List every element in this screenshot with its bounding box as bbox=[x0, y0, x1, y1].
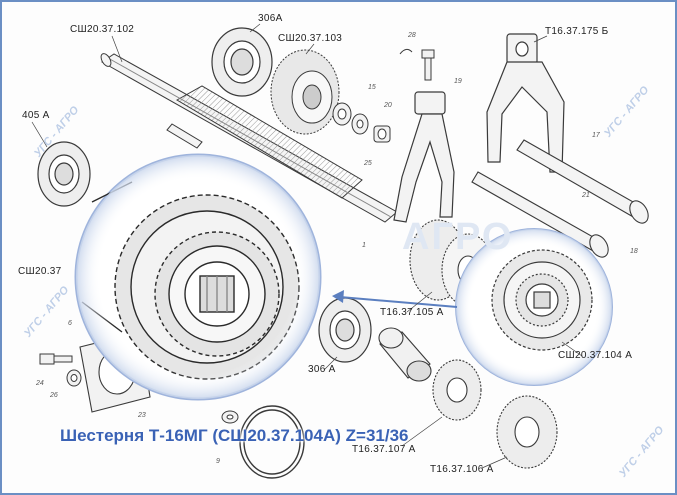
shift-rods bbox=[471, 139, 649, 258]
bearing-306a-top bbox=[211, 27, 273, 97]
label-t16-37-106a: Т16.37.106 А bbox=[430, 464, 494, 475]
washers bbox=[332, 102, 391, 143]
gear-t16-37-106a bbox=[496, 395, 558, 469]
callout-15: 15 bbox=[368, 84, 376, 91]
callout-20: 20 bbox=[384, 102, 392, 109]
key bbox=[166, 123, 203, 149]
callout-18: 18 bbox=[630, 248, 638, 255]
shift-fork-right bbox=[486, 33, 565, 173]
bevel-gear-top bbox=[270, 49, 340, 135]
label-t16-37-175b: Т16.37.175 Б bbox=[545, 26, 609, 37]
bushing bbox=[378, 327, 432, 382]
watermark-center: АГРО bbox=[402, 216, 514, 258]
label-t16-37-105a: Т16.37.105 А bbox=[380, 307, 444, 318]
callout-6: 6 bbox=[68, 320, 72, 327]
callout-9: 9 bbox=[216, 458, 220, 465]
bolt-small bbox=[39, 353, 82, 387]
small-clip bbox=[221, 410, 239, 424]
callout-25: 25 bbox=[364, 160, 372, 167]
magnify-arrow bbox=[332, 290, 458, 308]
callout-26: 26 bbox=[50, 392, 58, 399]
callout-23: 23 bbox=[138, 412, 146, 419]
label-t16-37-107a: Т16.37.107 А bbox=[352, 444, 416, 455]
callout-1: 1 bbox=[362, 242, 366, 249]
small-pin bbox=[399, 48, 435, 81]
callout-17: 17 bbox=[592, 132, 600, 139]
callout-28: 28 bbox=[408, 32, 416, 39]
label-306a-bottom: 306 А bbox=[308, 364, 336, 375]
label-sh20-37-102: СШ20.37.102 bbox=[70, 24, 135, 35]
zoom-lens-left bbox=[74, 153, 322, 401]
callout-21: 21 bbox=[582, 192, 590, 199]
ring-seal bbox=[239, 405, 305, 479]
callout-19: 19 bbox=[454, 78, 462, 85]
gear-t16-37-107a bbox=[432, 359, 482, 421]
leader-lines bbox=[31, 23, 583, 469]
main-shaft bbox=[100, 53, 398, 223]
label-sh20-37-104a: СШ20.37.104 А bbox=[558, 350, 633, 361]
shift-fork-left bbox=[393, 91, 455, 223]
callout-24: 24 bbox=[36, 380, 44, 387]
product-caption: Шестерня Т-16МГ (СШ20.37.104А) Z=31/36 bbox=[60, 426, 409, 445]
bearing-405a bbox=[37, 141, 91, 207]
label-306a-top: 306А bbox=[258, 13, 283, 24]
label-sh20-37-left: СШ20.37 bbox=[18, 266, 62, 277]
label-sh20-37-103: СШ20.37.103 bbox=[278, 33, 343, 44]
magnifier-right bbox=[455, 228, 613, 386]
label-405a: 405 А bbox=[22, 110, 50, 121]
bearing-306a-bottom bbox=[318, 297, 372, 363]
